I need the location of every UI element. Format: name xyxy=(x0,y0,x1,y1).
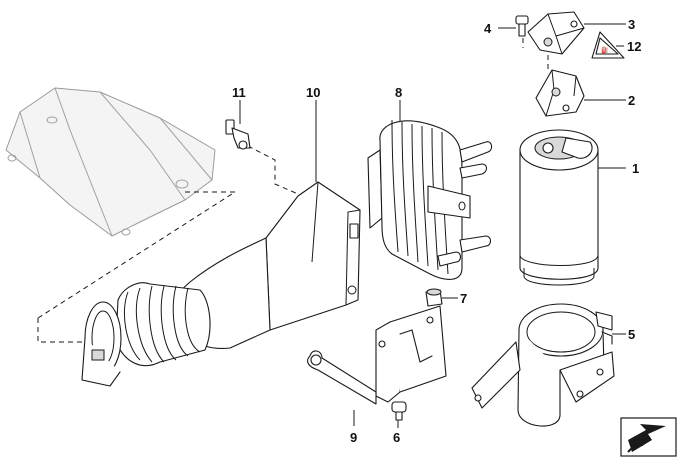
support-bracket-part xyxy=(307,305,447,405)
cooler-part xyxy=(367,119,493,280)
filter-bracket-part xyxy=(535,69,585,117)
nut-part xyxy=(425,288,443,307)
callout-11: 11 xyxy=(232,85,246,100)
screw-part-top xyxy=(515,15,529,37)
filter-clamp-part xyxy=(471,303,615,427)
callout-10: 10 xyxy=(306,85,320,100)
callout-8: 8 xyxy=(395,85,402,100)
callout-3: 3 xyxy=(628,17,635,32)
clip-part xyxy=(225,119,251,150)
bolt-part xyxy=(391,401,407,421)
upper-bracket-part xyxy=(527,11,585,55)
fuel-filter-part xyxy=(519,129,599,286)
intake-air-duct-part xyxy=(81,181,361,387)
callout-1: 1 xyxy=(632,161,639,176)
warning-triangle-icon: ⛽ xyxy=(591,31,625,59)
callout-7: 7 xyxy=(460,291,467,306)
callout-12: 12 xyxy=(627,39,641,54)
callout-6: 6 xyxy=(393,430,400,445)
arrow-down-left-icon xyxy=(620,417,677,457)
callout-5: 5 xyxy=(628,327,635,342)
engine-cover-part xyxy=(5,87,216,237)
leader-lines xyxy=(239,23,626,428)
assembly-dashed-lines xyxy=(37,38,549,343)
callout-2: 2 xyxy=(628,93,635,108)
callout-9: 9 xyxy=(350,430,357,445)
callout-4: 4 xyxy=(484,21,492,36)
svg-text:⛽: ⛽ xyxy=(601,46,609,54)
